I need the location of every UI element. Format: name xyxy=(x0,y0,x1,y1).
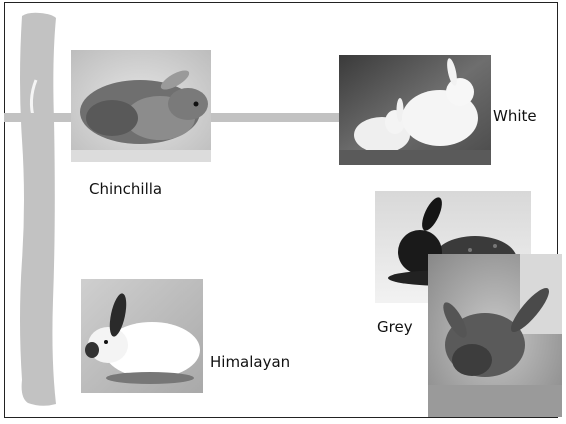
straw-photo xyxy=(428,254,562,417)
white-photo xyxy=(339,55,491,165)
grey-label: Grey xyxy=(377,318,413,336)
chinchilla-label: Chinchilla xyxy=(89,180,162,198)
white-label: White xyxy=(493,107,537,125)
himalayan-label: Himalayan xyxy=(210,353,290,371)
himalayan-photo xyxy=(81,279,203,393)
trunk xyxy=(20,13,56,406)
chinchilla-photo xyxy=(71,50,211,162)
